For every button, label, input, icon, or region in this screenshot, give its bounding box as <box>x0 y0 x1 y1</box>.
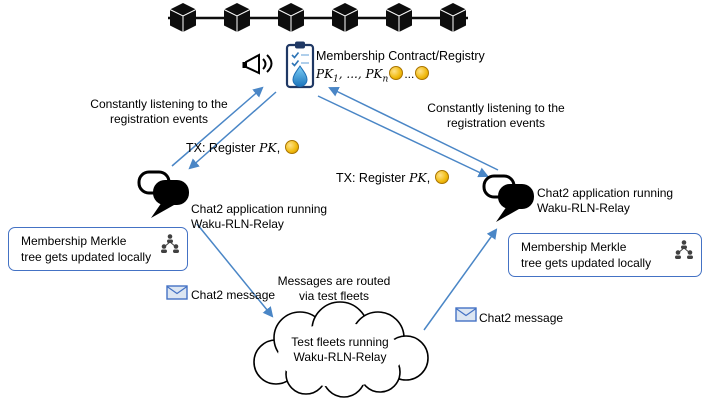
routing-label: Messages are routed via test fleets <box>277 274 391 303</box>
merkle-box-left-text: Membership Merkle tree gets updated loca… <box>21 234 152 264</box>
listening-right-label: Constantly listening to the registration… <box>427 101 565 130</box>
cloud-label: Test fleets running Waku-RLN-Relay <box>291 335 389 364</box>
coin-icon <box>415 66 430 80</box>
coin-icon <box>389 66 404 80</box>
megaphone-icon <box>242 53 273 75</box>
message-left-label: Chat2 message <box>191 288 276 302</box>
chat-right-label: Chat2 application running Waku-RLN-Relay <box>537 186 674 215</box>
chat-bubbles-icon <box>482 174 534 222</box>
merkle-box-left: Membership Merkle tree gets updated loca… <box>8 227 188 271</box>
block-cube-icon <box>169 2 197 33</box>
listening-left-label: Constantly listening to the registration… <box>90 97 228 126</box>
clipboard-icon <box>285 41 315 89</box>
merkle-tree-icon <box>161 234 179 253</box>
water-drop-icon <box>292 65 308 87</box>
envelope-icon <box>166 285 188 300</box>
block-cube-icon <box>439 2 467 33</box>
block-cube-icon <box>385 2 413 33</box>
block-cube-icon <box>277 2 305 33</box>
chat-bubbles-icon <box>137 170 189 218</box>
message-right-label: Chat2 message <box>479 311 564 325</box>
coin-icon <box>434 170 449 184</box>
cloud-icon <box>253 301 429 398</box>
merkle-box-right-text: Membership Merkle tree gets updated loca… <box>521 240 652 270</box>
pk1-text: PK <box>316 67 334 81</box>
envelope-icon <box>455 307 477 322</box>
coin-icon <box>284 140 299 154</box>
contract-keys: PK1, ..., PKn... <box>316 66 430 86</box>
merkle-tree-icon <box>675 240 693 259</box>
block-cube-icon <box>223 2 251 33</box>
tx-left-label: TX: Register PK, <box>186 140 300 157</box>
blockchain-icon <box>168 2 468 33</box>
block-cube-icon <box>331 2 359 33</box>
contract-title: Membership Contract/Registry <box>316 49 485 63</box>
chat-left-label: Chat2 application running Waku-RLN-Relay <box>191 202 328 231</box>
tx-right-label: TX: Register PK, <box>336 170 450 187</box>
merkle-box-right: Membership Merkle tree gets updated loca… <box>508 233 702 277</box>
